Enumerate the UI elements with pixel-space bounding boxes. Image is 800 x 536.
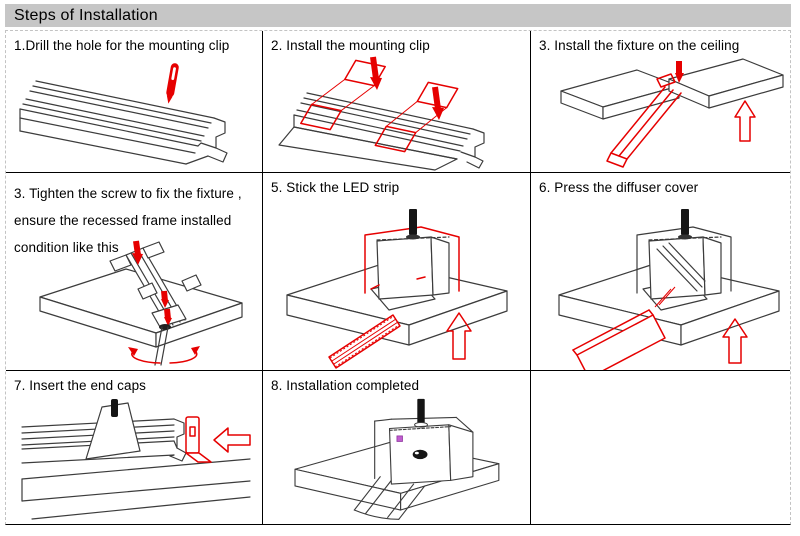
screw-icon	[406, 209, 420, 240]
step-6-label: 6. Press the diffuser cover	[539, 180, 699, 195]
up-arrow-icon	[722, 318, 748, 364]
step-1-label: 1.Drill the hole for the mounting clip	[14, 38, 230, 53]
step-4-label: 3. Tighten the screw to fix the fixture …	[14, 180, 258, 261]
step-2-illustration-profile-with-mounting-clips	[278, 56, 485, 171]
step-1-cell: 1.Drill the hole for the mounting clip	[6, 31, 263, 173]
led-strip	[328, 314, 401, 369]
steps-grid: 1.Drill the hole for the mounting clip	[5, 30, 791, 525]
cable-gland-icon	[412, 449, 428, 460]
step-5-cell: 5. Stick the LED strip	[263, 173, 531, 371]
hanging-fin	[85, 402, 141, 460]
step-4-cell: 3. Tighten the screw to fix the fixture …	[6, 173, 263, 371]
recessed-profile	[109, 241, 202, 328]
diffuser-channel	[353, 476, 426, 520]
aluminum-profile	[19, 80, 228, 165]
screwdriver	[154, 324, 171, 366]
step-3-cell: 3. Install the fixture on the ceiling	[531, 31, 790, 173]
step-1-illustration-profile-with-drill-bit	[19, 63, 228, 165]
step-5-illustration-fixture-with-led-strip	[286, 209, 508, 369]
drill-bit-icon	[166, 63, 179, 104]
red-fixture	[606, 73, 682, 168]
screw-icon	[678, 209, 692, 240]
fixture-housing	[648, 236, 722, 308]
step-4-label-line1: 3. Tighten the screw to fix the fixture …	[14, 186, 242, 201]
step-4-label-line3: condition like this	[14, 240, 119, 255]
empty-cell	[531, 371, 790, 524]
ceiling-slab	[39, 268, 243, 348]
mounting-frame	[636, 226, 732, 294]
down-arrow-icon	[161, 290, 169, 308]
diffuser-cover	[572, 309, 666, 370]
step-5-label: 5. Stick the LED strip	[271, 180, 400, 195]
ceiling-slab	[21, 458, 251, 520]
screw-icon	[111, 399, 118, 417]
down-arrow-icon	[370, 56, 382, 90]
ceiling-panel	[668, 58, 784, 109]
step-2-cell: 2. Install the mounting clip	[263, 31, 531, 173]
up-arrow-icon	[446, 312, 472, 360]
step-7-cell: 7. Insert the end caps	[6, 371, 263, 524]
step-8-cell: 8. Installation completed	[263, 371, 531, 524]
step-8-illustration-completed-installation	[294, 398, 500, 520]
step-7-illustration-profile-with-end-cap	[21, 399, 251, 520]
rotation-arrow-icon	[128, 346, 200, 364]
page-title: Steps of Installation	[5, 4, 791, 27]
step-4-illustration-recessed-frame-with-screwdriver	[39, 240, 243, 366]
up-arrow-icon	[734, 100, 756, 142]
step-8-label: 8. Installation completed	[271, 378, 420, 393]
fixture-housing	[376, 236, 450, 300]
aluminum-profile	[278, 92, 485, 171]
step-6-cell: 6. Press the diffuser cover	[531, 173, 790, 371]
down-arrow-icon	[132, 240, 143, 265]
down-arrow-icon	[432, 86, 444, 120]
label-sticker-icon	[396, 435, 403, 442]
step-2-label: 2. Install the mounting clip	[271, 38, 430, 53]
step-3-label: 3. Install the fixture on the ceiling	[539, 38, 740, 53]
step-7-label: 7. Insert the end caps	[14, 378, 147, 393]
down-arrow-icon	[675, 61, 684, 83]
step-4-label-line2: ensure the recessed frame installed	[14, 213, 232, 228]
end-cap	[185, 416, 212, 463]
red-mounting-frame	[364, 226, 460, 294]
down-arrow-icon	[164, 308, 172, 326]
step-6-illustration-fixture-with-diffuser-cover	[558, 209, 780, 370]
screw-icon	[414, 398, 428, 428]
left-arrow-icon	[213, 427, 251, 453]
step-3-illustration-ceiling-panels-with-red-fixture	[560, 58, 784, 168]
